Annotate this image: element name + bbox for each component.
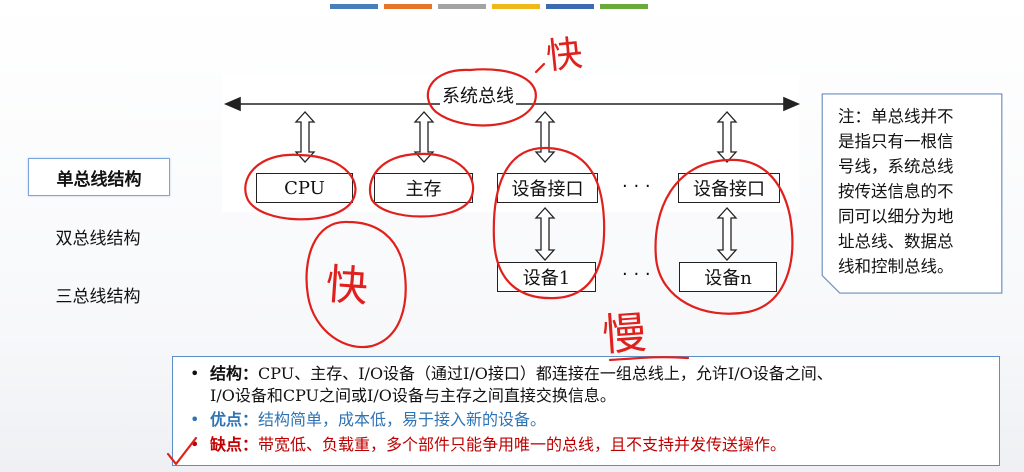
note-line-1: 注：单总线并不 — [838, 107, 954, 126]
info-box — [172, 356, 1000, 466]
note-text: 注：单总线并不 是指只有一根信 号线，系统总线 按传送信息的不 同可以细分为地 … — [838, 104, 990, 279]
ink-text-slow: 慢 — [600, 307, 649, 362]
top-color-bar-5 — [546, 4, 594, 9]
advantage-text: 结构简单，成本低，易于接入新的设备。 — [258, 410, 547, 429]
note-line-2: 是指只有一根信 — [838, 132, 954, 151]
memory-node: 主存 — [374, 173, 473, 203]
menu-item-single-bus[interactable]: 单总线结构 — [28, 158, 170, 196]
interface2-device2-arrow — [716, 207, 738, 261]
ink-text-fast-top: 快 — [544, 33, 585, 78]
system-bus-label: 系统总线 — [440, 82, 516, 108]
note-callout-shape — [821, 93, 1003, 294]
interface1-bus-arrow — [534, 111, 556, 163]
advantage-label: 优点： — [210, 410, 259, 429]
disadvantage-text: 带宽低、负载重，多个部件只能争用唯一的总线，且不支持并发传送操作。 — [258, 435, 787, 454]
note-line-5: 同可以细分为地 — [838, 207, 954, 226]
structure-text-1: CPU、主存、I/O设备（通过I/O接口）都连接在一组总线上，允许I/O设备之间… — [258, 364, 833, 383]
top-color-bar-1 — [330, 4, 378, 9]
structure-line-1: • 结构：CPU、主存、I/O设备（通过I/O接口）都连接在一组总线上，允许I/O… — [190, 363, 833, 385]
note-line-6: 址总线、数据总 — [838, 232, 954, 251]
ellipsis-top: · · · — [622, 176, 651, 197]
top-color-bar-6 — [600, 4, 648, 9]
interface2-node: 设备接口 — [678, 173, 780, 203]
interface1-node: 设备接口 — [497, 173, 598, 203]
note-line-4: 按传送信息的不 — [838, 182, 954, 201]
device2-node: 设备n — [679, 262, 777, 292]
structure-line-2: I/O设备和CPU之间或I/O设备与主存之间直接交换信息。 — [210, 385, 616, 407]
top-color-bar-4 — [492, 4, 540, 9]
memory-bus-arrow — [413, 111, 435, 163]
bullet: • — [190, 410, 200, 429]
interface2-bus-arrow — [716, 111, 738, 163]
disadvantage-label: 缺点： — [210, 435, 259, 454]
menu-item-dual-bus[interactable]: 双总线结构 — [55, 228, 141, 249]
cpu-node: CPU — [256, 173, 353, 203]
ellipsis-bottom: · · · — [622, 264, 651, 285]
top-color-bar-2 — [384, 4, 432, 9]
structure-label: 结构： — [210, 364, 259, 383]
interface1-device1-arrow — [534, 207, 556, 261]
advantage-line: • 优点：结构简单，成本低，易于接入新的设备。 — [190, 409, 546, 431]
disadvantage-line: • 缺点：带宽低、负载重，多个部件只能争用唯一的总线，且不支持并发传送操作。 — [190, 434, 786, 456]
note-line-7: 线和控制总线。 — [838, 257, 954, 276]
device1-node: 设备1 — [497, 262, 596, 292]
note-line-3: 号线，系统总线 — [838, 157, 954, 176]
bullet: • — [190, 435, 200, 454]
structure-text-2: I/O设备和CPU之间或I/O设备与主存之间直接交换信息。 — [210, 386, 616, 405]
bullet: • — [190, 364, 200, 383]
ink-text-fast-mid: 快 — [324, 259, 370, 312]
menu-item-triple-bus[interactable]: 三总线结构 — [55, 286, 141, 307]
top-color-bar-3 — [438, 4, 486, 9]
cpu-bus-arrow — [294, 111, 316, 163]
